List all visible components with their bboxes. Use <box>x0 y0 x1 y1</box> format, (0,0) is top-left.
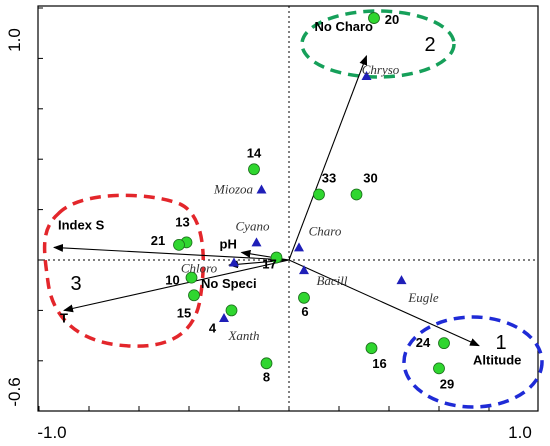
site-point <box>350 188 363 201</box>
site-label: 4 <box>209 320 217 335</box>
species-triangle <box>219 312 229 322</box>
site-point <box>173 238 185 251</box>
site-point <box>433 362 445 375</box>
env-vector-label: pH <box>220 236 237 251</box>
site-label: 21 <box>151 233 165 248</box>
y-tick-top: 1.0 <box>5 28 24 52</box>
species-label: Xanth <box>227 328 259 343</box>
species-triangle <box>256 184 267 194</box>
site-label: 33 <box>322 170 336 185</box>
site-label: 20 <box>385 12 399 27</box>
site-label: 6 <box>301 304 308 319</box>
y-tick-bottom: -0.6 <box>5 377 24 406</box>
group-2-label: 2 <box>424 34 435 56</box>
axis-ticks <box>38 7 490 411</box>
species-triangle <box>251 237 262 247</box>
site-point <box>438 337 450 350</box>
site-label: 16 <box>372 356 386 371</box>
site-label: 24 <box>416 335 431 350</box>
site-markers: 20 14 33 30 13 21 17 10 15 4 6 8 16 24 29 <box>151 12 454 391</box>
site-point <box>188 289 200 302</box>
site-point <box>270 251 283 264</box>
species-label: Bacill <box>316 273 347 288</box>
site-label: 30 <box>363 170 377 185</box>
group-1-ellipse <box>402 315 544 409</box>
species-label: Chloro <box>181 261 218 276</box>
species-triangle <box>396 275 407 285</box>
site-label: 17 <box>262 256 276 271</box>
species-triangle <box>229 257 239 267</box>
site-point <box>365 342 378 355</box>
env-vector-label: No Speci <box>201 276 257 291</box>
x-tick-right: 1.0 <box>508 423 532 442</box>
env-vector-label: Index S <box>58 217 105 232</box>
species-triangle <box>361 71 372 81</box>
env-vector-label: T <box>60 310 68 325</box>
species-label: Cyano <box>236 218 270 233</box>
group-2-ellipse <box>300 9 456 79</box>
plot-frame <box>37 5 539 412</box>
site-label: 10 <box>165 273 179 288</box>
site-label: 15 <box>177 305 191 320</box>
site-label: 8 <box>263 369 270 384</box>
species-label: Miozoa <box>213 181 254 196</box>
env-vector-arrow <box>288 259 480 347</box>
env-vector-arrow <box>63 259 290 313</box>
env-vector-arrow <box>288 54 368 261</box>
site-point <box>248 163 260 176</box>
species-triangle <box>299 265 309 275</box>
site-label: 29 <box>440 376 454 391</box>
species-label: Eugle <box>407 290 439 305</box>
group-1-label: 1 <box>495 332 506 354</box>
site-point <box>185 271 198 284</box>
species-label: Chryso <box>362 62 400 77</box>
group-3-label: 3 <box>70 273 81 295</box>
site-label: 14 <box>247 145 262 160</box>
site-point <box>298 291 310 304</box>
origin-axes <box>38 6 538 411</box>
env-vector-label: No Charo <box>315 19 374 34</box>
group-3-ellipse <box>42 193 205 348</box>
site-point <box>313 188 325 201</box>
env-vector-arrow <box>53 243 290 261</box>
site-point <box>368 12 380 24</box>
site-label: 13 <box>175 214 189 229</box>
env-vector-label: Altitude <box>473 353 521 368</box>
species-triangle <box>294 242 304 252</box>
x-tick-left: -1.0 <box>37 423 66 442</box>
species-label: Charo <box>309 223 342 238</box>
site-point <box>260 357 273 370</box>
site-point <box>225 304 238 317</box>
